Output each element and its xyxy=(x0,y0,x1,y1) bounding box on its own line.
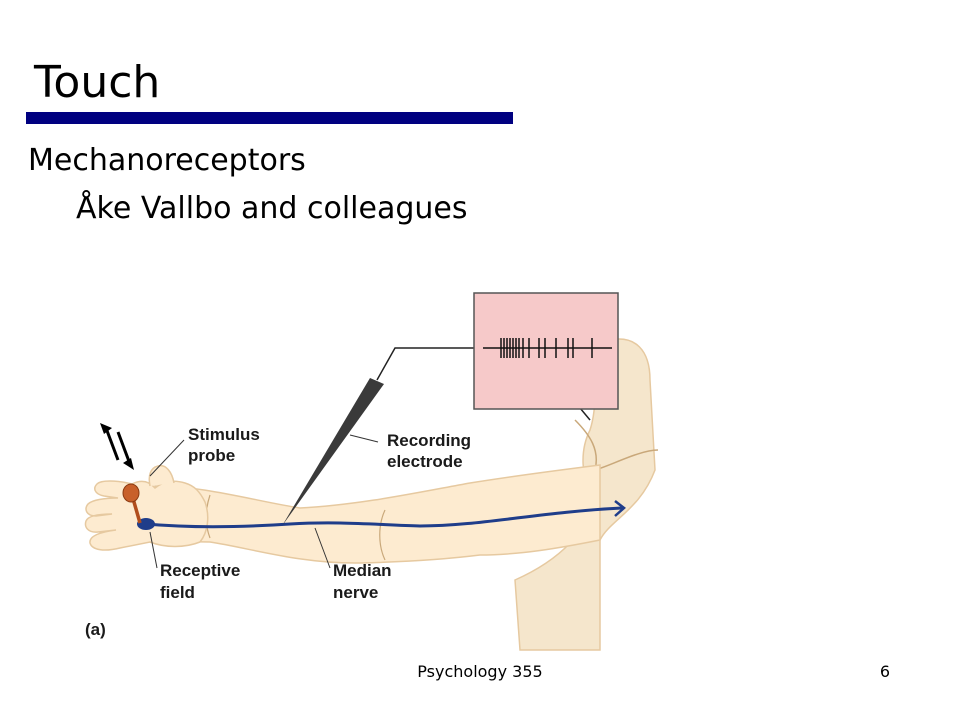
stimulus-probe-knob xyxy=(122,483,140,503)
slide-title: Touch xyxy=(34,57,161,108)
electrode-wire xyxy=(376,347,474,381)
recording-display-box xyxy=(473,292,619,410)
receptive-field-dot xyxy=(137,518,155,530)
microneurography-figure: Stimulus probe Recording electrode Recep… xyxy=(0,280,700,660)
footer-course: Psychology 355 xyxy=(417,662,543,681)
shoulder-shape xyxy=(514,338,656,651)
elbow-crease xyxy=(379,509,386,561)
label-electrode: electrode xyxy=(387,452,463,471)
median-nerve-line xyxy=(145,506,623,529)
action-potential-spikes xyxy=(500,338,593,358)
label-field: field xyxy=(160,583,195,602)
probe-arrow-up-head xyxy=(100,423,112,434)
probe-arrow-down-head xyxy=(123,458,134,470)
panel-label: (a) xyxy=(85,620,106,639)
footer-page-number: 6 xyxy=(879,662,890,681)
label-stimulus: Stimulus xyxy=(188,425,260,444)
hand-shape xyxy=(84,480,209,551)
label-median: Median xyxy=(333,561,392,580)
thumb-shape xyxy=(148,464,175,487)
recording-electrode xyxy=(282,378,384,526)
nerve-fork xyxy=(614,500,626,517)
leader-lines xyxy=(149,434,379,569)
probe-arrow-down xyxy=(116,431,132,465)
figure-svg: Stimulus probe Recording electrode Recep… xyxy=(84,292,659,651)
label-probe: probe xyxy=(188,446,235,465)
electrode-wire-out xyxy=(565,407,591,421)
label-recording: Recording xyxy=(387,431,471,450)
title-underline-bar xyxy=(26,112,513,124)
bullet-mechanoreceptors: Mechanoreceptors xyxy=(28,143,306,178)
label-receptive: Receptive xyxy=(160,561,240,580)
probe-arrow-up xyxy=(104,427,120,461)
label-nerve: nerve xyxy=(333,583,378,602)
arm-shape xyxy=(149,464,601,564)
bullet-vallbo: Åke Vallbo and colleagues xyxy=(76,191,468,226)
